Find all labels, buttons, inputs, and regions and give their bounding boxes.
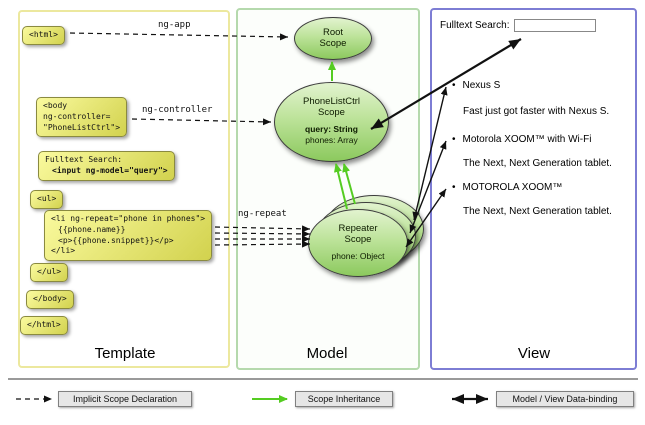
phone-property: phone: Object xyxy=(331,250,385,261)
phonelistctrl-scope-name: PhoneListCtrl Scope xyxy=(302,96,361,119)
repeater-scope-name-line1: Repeater xyxy=(338,222,378,234)
code-line-html-open: <html> xyxy=(29,30,58,39)
view-item-title-text: Nexus S xyxy=(462,80,501,91)
view-search-row: Fulltext Search: xyxy=(440,19,597,32)
legend-scope-inheritance: Scope Inheritance xyxy=(295,391,393,407)
view-item-desc: The Next, Next Generation tablet. xyxy=(463,206,612,217)
repeater-scope-name: Repeater Scope xyxy=(338,222,378,246)
code-box-html-close: </html> xyxy=(20,316,68,335)
code-line-fulltext-label: Fulltext Search: xyxy=(45,155,123,164)
code-line-li-ng-repeat: <li ng-repeat="phone in phones"> xyxy=(51,214,206,223)
phonelistctrl-scope-ellipse: PhoneListCtrl Scope query: String phones… xyxy=(274,82,389,162)
root-scope-ellipse: Root Scope xyxy=(294,17,372,60)
code-line-html-close: </html> xyxy=(27,320,61,329)
view-item-title-text: Motorola XOOM™ with Wi-Fi xyxy=(462,134,592,145)
view-item-title: Motorola XOOM™ with Wi-Fi xyxy=(452,134,591,145)
root-scope-name-line2: Scope xyxy=(319,37,347,49)
model-column-label: Model xyxy=(306,345,348,362)
root-scope-name: Root Scope xyxy=(319,26,347,50)
bullet-icon xyxy=(452,134,463,145)
ng-app-label: ng-app xyxy=(158,20,191,30)
template-column-label: Template xyxy=(94,345,156,362)
code-line-li-close: </li> xyxy=(51,246,76,256)
code-line-ng-controller: ng-controller= xyxy=(43,111,111,121)
code-line-input-ng-model: <input ng-model="query"> xyxy=(52,165,168,175)
code-line-ul-close: </ul> xyxy=(37,267,62,276)
legend-implicit-scope-declaration: Implicit Scope Declaration xyxy=(58,391,192,407)
repeater-scope-ellipse-front: Repeater Scope phone: Object xyxy=(308,209,408,277)
phonelistctrl-scope-name-line2: Scope xyxy=(318,107,345,119)
model-panel xyxy=(236,8,420,370)
root-scope-name-line1: Root xyxy=(322,26,344,38)
code-box-html-open: <html> xyxy=(22,26,65,45)
code-line-phone-snippet: <p>{{phone.snippet}}</p> xyxy=(58,235,174,245)
code-box-ul-close: </ul> xyxy=(30,263,69,282)
view-item-desc: The Next, Next Generation tablet. xyxy=(463,158,612,169)
ng-controller-label: ng-controller xyxy=(142,105,213,115)
code-line-phone-name: {{phone.name}} xyxy=(58,224,126,234)
legend-separator-line xyxy=(8,378,638,380)
phones-property: phones: Array xyxy=(305,135,358,146)
code-box-fulltext-search: Fulltext Search: <input ng-model="query"… xyxy=(38,151,175,181)
legend-model-view-databinding: Model / View Data-binding xyxy=(496,391,634,407)
repeater-scope-name-line2: Scope xyxy=(344,233,372,245)
bullet-icon xyxy=(452,182,463,193)
code-box-body-open: <body ng-controller= "PhoneListCtrl"> xyxy=(36,97,128,138)
code-box-li-repeat: <li ng-repeat="phone in phones"> {{phone… xyxy=(44,210,213,262)
code-line-body-close: </body> xyxy=(33,294,67,303)
code-box-ul-open: <ul> xyxy=(30,190,64,209)
bullet-icon xyxy=(452,80,463,91)
code-line-controller-name: "PhoneListCtrl"> xyxy=(43,122,121,132)
code-box-body-close: </body> xyxy=(26,290,74,309)
view-item-title: MOTOROLA XOOM™ xyxy=(452,182,562,193)
code-line-ul-open: <ul> xyxy=(37,194,57,203)
view-item-desc: Fast just got faster with Nexus S. xyxy=(463,106,610,117)
query-property: query: String xyxy=(305,123,358,134)
phonelistctrl-scope-name-line1: PhoneListCtrl xyxy=(302,96,361,108)
view-column-label: View xyxy=(517,345,551,362)
fulltext-search-input[interactable] xyxy=(514,19,597,32)
template-panel xyxy=(18,10,230,368)
view-item-title-text: MOTOROLA XOOM™ xyxy=(462,182,563,193)
view-item-title: Nexus S xyxy=(452,80,500,91)
fulltext-search-label: Fulltext Search: xyxy=(440,20,510,31)
ng-repeat-label: ng-repeat xyxy=(238,209,287,219)
code-line-body-tag: <body xyxy=(43,101,68,110)
